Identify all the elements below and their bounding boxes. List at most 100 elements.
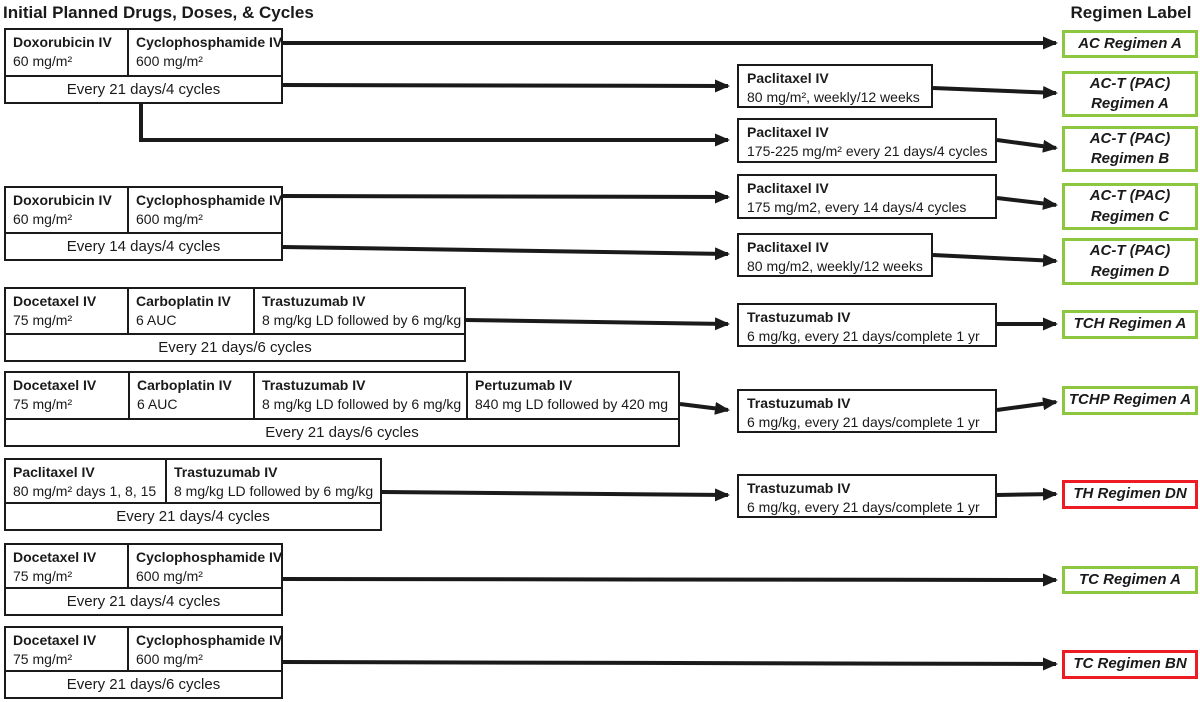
drug-name: Doxorubicin IV xyxy=(13,192,112,208)
drug-dose: 6 mg/kg, every 21 days/complete 1 yr xyxy=(747,414,980,431)
drug-cell: Doxorubicin IV 60 mg/m² xyxy=(6,30,129,75)
schedule-label: Every 14 days/4 cycles xyxy=(6,232,281,259)
drug-dose: 80 mg/m² days 1, 8, 15 xyxy=(13,483,157,500)
drug-cell: Carboplatin IV 6 AUC xyxy=(129,289,255,333)
arrow-tc1-to-tc-a xyxy=(282,573,1058,587)
drug-name: Cyclophosphamide IV xyxy=(136,34,281,50)
drug-dose: 75 mg/m² xyxy=(13,568,73,585)
drug-cell: Cyclophosphamide IV 600 mg/m² xyxy=(129,30,281,75)
arrow-ac14-to-pac-weekly2 xyxy=(282,245,730,261)
drug-group-tchp: Docetaxel IV 75 mg/m² Carboplatin IV 6 A… xyxy=(4,371,680,447)
drug-dose: 600 mg/m² xyxy=(136,211,203,228)
drug-dose: 600 mg/m² xyxy=(136,53,203,70)
regimen-label-ac-a: AC Regimen A xyxy=(1062,30,1198,58)
regimen-label-tc-a: TC Regimen A xyxy=(1062,566,1198,594)
drug-name: Carboplatin IV xyxy=(137,377,232,393)
followup-trastuzumab-1: Trastuzumab IV 6 mg/kg, every 21 days/co… xyxy=(737,303,997,347)
drug-dose: 6 AUC xyxy=(136,312,177,329)
drug-cell: Carboplatin IV 6 AUC xyxy=(130,373,255,418)
drug-name: Docetaxel IV xyxy=(13,632,97,648)
drug-dose: 8 mg/kg LD followed by 6 mg/kg xyxy=(262,396,462,413)
drug-name: Cyclophosphamide IV xyxy=(136,192,281,208)
regimen-label-act-pac-d: AC-T (PAC) Regimen D xyxy=(1062,238,1198,285)
drug-dose: 75 mg/m² xyxy=(13,651,73,668)
followup-trastuzumab-2: Trastuzumab IV 6 mg/kg, every 21 days/co… xyxy=(737,389,997,433)
drug-name: Trastuzumab IV xyxy=(747,480,851,496)
drug-dose: 6 AUC xyxy=(137,396,178,413)
drug-cell: Cyclophosphamide IV 600 mg/m² xyxy=(129,188,281,232)
drug-name: Paclitaxel IV xyxy=(747,180,829,196)
drug-dose: 6 mg/kg, every 21 days/complete 1 yr xyxy=(747,499,980,516)
regimen-label-th-dn: TH Regimen DN xyxy=(1062,480,1198,509)
drug-dose: 60 mg/m² xyxy=(13,53,73,70)
drug-cell: Docetaxel IV 75 mg/m² xyxy=(6,373,130,418)
regimen-label-tch-a: TCH Regimen A xyxy=(1062,310,1198,339)
followup-paclitaxel-175-225: Paclitaxel IV 175-225 mg/m² every 21 day… xyxy=(737,118,997,163)
arrow-tch-to-trastuzumab xyxy=(465,317,730,331)
regimen-label-act-pac-c: AC-T (PAC) Regimen C xyxy=(1062,183,1198,230)
drug-name: Cyclophosphamide IV xyxy=(136,549,281,565)
drug-dose: 8 mg/kg LD followed by 6 mg/kg xyxy=(174,483,374,500)
drug-dose: 600 mg/m² xyxy=(136,568,203,585)
arrow-ac14-to-pac-175 xyxy=(282,190,730,204)
drug-name: Trastuzumab IV xyxy=(747,395,851,411)
drug-dose: 75 mg/m² xyxy=(13,396,73,413)
regimen-label-act-pac-b: AC-T (PAC) Regimen B xyxy=(1062,126,1198,172)
schedule-label: Every 21 days/6 cycles xyxy=(6,333,464,360)
drug-dose: 6 mg/kg, every 21 days/complete 1 yr xyxy=(747,328,980,345)
drug-cell: Paclitaxel IV 80 mg/m² days 1, 8, 15 xyxy=(6,460,167,502)
drug-name: Trastuzumab IV xyxy=(747,309,851,325)
drug-name: Paclitaxel IV xyxy=(747,70,829,86)
followup-paclitaxel-weekly-1: Paclitaxel IV 80 mg/m², weekly/12 weeks xyxy=(737,64,933,108)
right-column-header: Regimen Label xyxy=(1070,3,1192,22)
drug-cell: Trastuzumab IV 8 mg/kg LD followed by 6 … xyxy=(255,373,468,418)
followup-paclitaxel-175-q14: Paclitaxel IV 175 mg/m2, every 14 days/4… xyxy=(737,174,997,219)
arrow-ac21-to-pac-weekly xyxy=(282,79,730,93)
drug-group-tc-b: Docetaxel IV 75 mg/m² Cyclophosphamide I… xyxy=(4,626,283,699)
drug-name: Pertuzumab IV xyxy=(475,377,573,393)
drug-cell: Trastuzumab IV 8 mg/kg LD followed by 6 … xyxy=(255,289,464,333)
drug-cell: Doxorubicin IV 60 mg/m² xyxy=(6,188,129,232)
arrow-pac2-to-act-b xyxy=(996,138,1058,153)
drug-dose: 60 mg/m² xyxy=(13,211,73,228)
followup-paclitaxel-weekly-2: Paclitaxel IV 80 mg/m2, weekly/12 weeks xyxy=(737,233,933,277)
arrow-tchp-to-trastuzumab xyxy=(679,401,730,415)
regimen-label-tchp-a: TCHP Regimen A xyxy=(1062,386,1198,415)
drug-dose: 600 mg/m² xyxy=(136,651,203,668)
schedule-label: Every 21 days/4 cycles xyxy=(6,502,380,529)
arrow-tras2-to-tchp-a xyxy=(996,397,1058,412)
drug-name: Trastuzumab IV xyxy=(262,293,366,309)
drug-dose: 840 mg LD followed by 420 mg xyxy=(475,396,668,413)
arrow-ac21-to-pac-175-225 xyxy=(139,101,730,147)
arrow-pac4-to-act-d xyxy=(932,253,1058,267)
regimen-label-act-pac-a: AC-T (PAC) Regimen A xyxy=(1062,71,1198,117)
drug-cell: Docetaxel IV 75 mg/m² xyxy=(6,628,129,670)
drug-cell: Cyclophosphamide IV 600 mg/m² xyxy=(129,628,281,670)
drug-cell: Docetaxel IV 75 mg/m² xyxy=(6,545,129,587)
followup-trastuzumab-3: Trastuzumab IV 6 mg/kg, every 21 days/co… xyxy=(737,474,997,518)
drug-group-ac-q21: Doxorubicin IV 60 mg/m² Cyclophosphamide… xyxy=(4,28,283,104)
regimen-label-tc-bn: TC Regimen BN xyxy=(1062,650,1198,679)
drug-name: Paclitaxel IV xyxy=(13,464,95,480)
drug-name: Trastuzumab IV xyxy=(174,464,278,480)
drug-name: Docetaxel IV xyxy=(13,549,97,565)
drug-cell: Pertuzumab IV 840 mg LD followed by 420 … xyxy=(468,373,678,418)
drug-name: Paclitaxel IV xyxy=(747,124,829,140)
drug-cell: Docetaxel IV 75 mg/m² xyxy=(6,289,129,333)
drug-name: Cyclophosphamide IV xyxy=(136,632,281,648)
drug-group-th: Paclitaxel IV 80 mg/m² days 1, 8, 15 Tra… xyxy=(4,458,382,531)
drug-cell: Trastuzumab IV 8 mg/kg LD followed by 6 … xyxy=(167,460,380,502)
arrow-pac3-to-act-c xyxy=(996,196,1058,210)
drug-name: Paclitaxel IV xyxy=(747,239,829,255)
drug-group-ac-q14: Doxorubicin IV 60 mg/m² Cyclophosphamide… xyxy=(4,186,283,261)
drug-name: Doxorubicin IV xyxy=(13,34,112,50)
drug-name: Docetaxel IV xyxy=(13,293,97,309)
drug-dose: 80 mg/m2, weekly/12 weeks xyxy=(747,258,923,275)
schedule-label: Every 21 days/4 cycles xyxy=(6,75,281,102)
arrow-pac1-to-act-a xyxy=(932,85,1058,99)
drug-dose: 175 mg/m2, every 14 days/4 cycles xyxy=(747,199,967,216)
drug-name: Trastuzumab IV xyxy=(262,377,366,393)
arrow-tc2-to-tc-bn xyxy=(282,657,1058,671)
drug-name: Docetaxel IV xyxy=(13,377,97,393)
